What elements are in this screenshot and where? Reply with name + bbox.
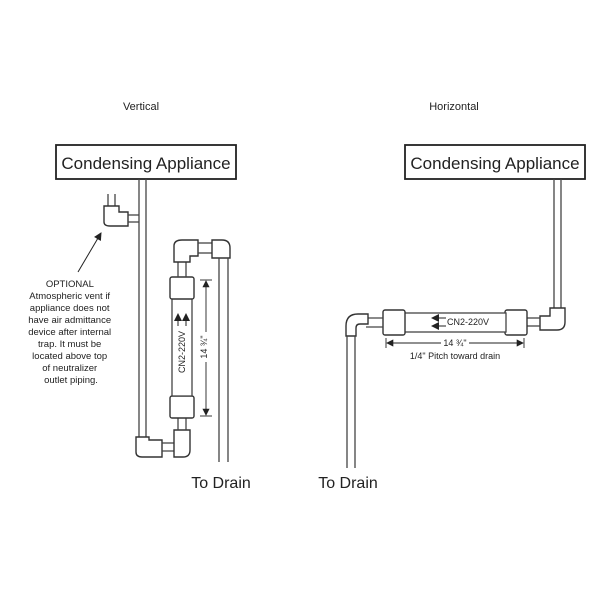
vertical-atmospheric-vent — [103, 194, 139, 227]
vertical-outlet-loop — [173, 239, 231, 462]
horizontal-appliance-label: Condensing Appliance — [410, 154, 579, 173]
horizontal-outlet-elbow — [345, 313, 383, 468]
vertical-installation: Vertical Condensing Appliance OPTIONAL A… — [28, 101, 251, 492]
horizontal-appliance-box: Condensing Appliance — [404, 144, 586, 180]
vertical-bottom-elbow — [135, 429, 191, 458]
vertical-dimension-label: 14 ¾" — [199, 335, 209, 358]
vertical-unit-label: CN2-220V — [177, 331, 187, 373]
vertical-drain-label: To Drain — [191, 475, 251, 492]
vertical-neutralizer-unit: CN2-220V — [169, 258, 195, 430]
horizontal-dimension: 14 ¾" — [385, 337, 525, 349]
vertical-dimension: 14 ¾" — [198, 279, 214, 417]
horizontal-installation: Horizontal Condensing Appliance CN2-220V — [318, 101, 586, 492]
pitch-note: 1/4" Pitch toward drain — [410, 351, 500, 361]
horizontal-dimension-label: 14 ¾" — [443, 338, 466, 348]
vertical-appliance-label: Condensing Appliance — [61, 154, 230, 173]
vertical-heading: Vertical — [123, 101, 159, 113]
vertical-appliance-box: Condensing Appliance — [55, 144, 237, 180]
optional-note: OPTIONAL Atmospheric vent if appliance d… — [28, 279, 114, 386]
vertical-inlet-pipe — [138, 179, 147, 445]
horizontal-neutralizer-unit: CN2-220V — [382, 309, 528, 336]
horizontal-unit-label: CN2-220V — [447, 317, 489, 327]
vent-leader-arrow — [77, 232, 102, 273]
horizontal-heading: Horizontal — [429, 101, 479, 113]
horizontal-inlet-pipe — [524, 179, 566, 331]
horizontal-drain-label: To Drain — [318, 475, 378, 492]
